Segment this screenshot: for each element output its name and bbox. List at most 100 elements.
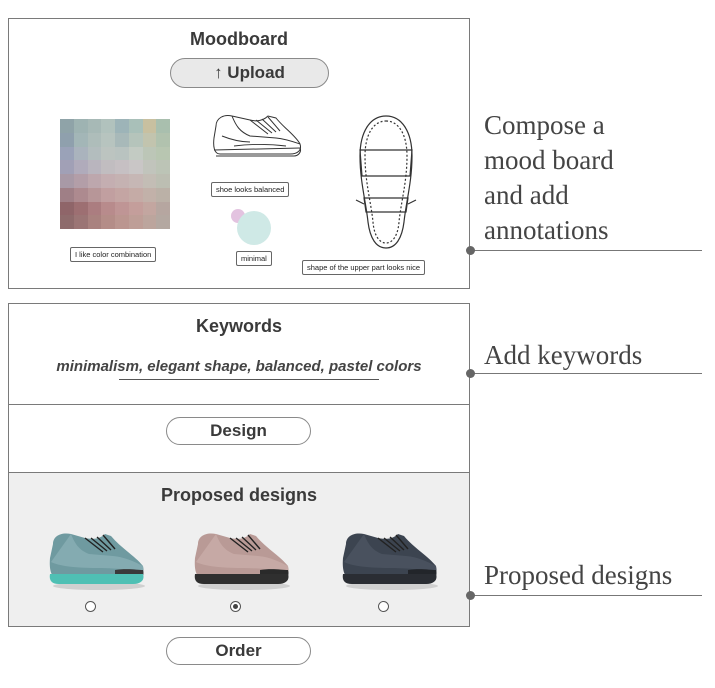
- mosaic-tile: [101, 132, 115, 147]
- design-button[interactable]: Design: [166, 417, 311, 445]
- mosaic-tile: [60, 160, 74, 174]
- mosaic-tile: [73, 132, 88, 147]
- mosaic-tile: [156, 119, 170, 133]
- upload-button[interactable]: ↑ Upload: [170, 58, 329, 88]
- keywords-panel: Keywords minimalism, elegant shape, bala…: [8, 303, 470, 405]
- mosaic-tile: [128, 215, 143, 229]
- annotation-proposed-leader: [470, 595, 702, 596]
- mosaic-tile: [101, 215, 115, 229]
- mosaic-tile: [156, 174, 170, 188]
- mosaic-tile: [60, 132, 74, 147]
- mosaic-tile: [142, 201, 157, 216]
- keywords-underline: [119, 379, 379, 380]
- mosaic-tile: [73, 187, 88, 202]
- circles-image: [231, 209, 271, 245]
- design-select-radio[interactable]: [230, 601, 241, 612]
- mosaic-tile: [101, 146, 115, 161]
- mosaic-tile: [87, 146, 102, 161]
- design-select-radio[interactable]: [85, 601, 96, 612]
- mosaic-tile: [142, 160, 157, 174]
- annotation-proposed-dot: [466, 591, 475, 600]
- proposed-shoe-image: [342, 533, 438, 590]
- mosaic-tile: [142, 174, 157, 188]
- mosaic-tile: [73, 215, 88, 229]
- mosaic-tile: [101, 174, 115, 188]
- annotation-compose-line-4: annotations: [484, 215, 609, 245]
- mosaic-tile: [142, 187, 157, 202]
- mosaic-tile: [87, 201, 102, 216]
- annotation-compose-dot: [466, 246, 475, 255]
- mosaic-tile: [156, 187, 170, 202]
- mosaic-tile: [156, 146, 170, 161]
- annotation-compose-line-3: and add: [484, 180, 569, 210]
- tag-minimal: minimal: [236, 251, 272, 266]
- mosaic-tile: [87, 215, 102, 229]
- tag-upper-shape: shape of the upper part looks nice: [302, 260, 425, 275]
- mosaic-tile: [60, 174, 74, 188]
- proposed-shoe-image: [194, 533, 290, 590]
- mosaic-tile: [115, 187, 129, 202]
- mosaic-tile: [115, 174, 129, 188]
- moodboard-title: Moodboard: [190, 29, 288, 49]
- sandal-sketch-image: [355, 115, 417, 249]
- annotation-compose-leader: [470, 250, 702, 251]
- annotation-keywords-dot: [466, 369, 475, 378]
- annotation-keywords-leader: [470, 373, 702, 374]
- mosaic-tile: [87, 160, 102, 174]
- mosaic-tile: [115, 119, 129, 133]
- mosaic-tile: [60, 119, 74, 133]
- mosaic-tile: [115, 132, 129, 147]
- annotation-keywords: Add keywords: [484, 340, 643, 370]
- mosaic-tile: [115, 215, 129, 229]
- mosaic-tile: [115, 201, 129, 216]
- mosaic-tile: [60, 187, 74, 202]
- mosaic-tile: [101, 160, 115, 174]
- mosaic-tile: [87, 119, 102, 133]
- mosaic-tile: [73, 146, 88, 161]
- mosaic-tile: [60, 201, 74, 216]
- sneaker-sketch-image: [213, 115, 301, 157]
- mosaic-tile: [101, 201, 115, 216]
- annotation-compose-line-2: mood board: [484, 145, 614, 175]
- mosaic-tile: [101, 187, 115, 202]
- mosaic-tile: [128, 174, 143, 188]
- proposed-shoe-image: [49, 533, 145, 590]
- design-select-radio[interactable]: [378, 601, 389, 612]
- mosaic-tile: [128, 160, 143, 174]
- mosaic-tile: [156, 160, 170, 174]
- mosaic-tile: [156, 201, 170, 216]
- mosaic-tile: [115, 146, 129, 161]
- mosaic-tile: [87, 174, 102, 188]
- mosaic-tile: [101, 119, 115, 133]
- mosaic-tile: [128, 201, 143, 216]
- mosaic-tile: [156, 132, 170, 147]
- mosaic-tile: [87, 187, 102, 202]
- annotation-compose: Compose a mood board and add annotations: [484, 108, 614, 248]
- mosaic-tile: [87, 132, 102, 147]
- color-mosaic-image: [60, 119, 170, 229]
- mosaic-tile: [142, 215, 157, 229]
- mosaic-tile: [73, 160, 88, 174]
- annotation-compose-line-1: Compose a: [484, 110, 605, 140]
- annotation-proposed: Proposed designs: [484, 560, 673, 590]
- tag-color-combination: I like color combination: [70, 247, 157, 262]
- mosaic-tile: [115, 160, 129, 174]
- tag-shoe-balanced: shoe looks balanced: [211, 182, 290, 197]
- order-button[interactable]: Order: [166, 637, 311, 665]
- mosaic-tile: [156, 215, 170, 229]
- mosaic-tile: [142, 146, 157, 161]
- mosaic-tile: [73, 119, 88, 133]
- mosaic-tile: [60, 215, 74, 229]
- mosaic-tile: [142, 119, 157, 133]
- mosaic-tile: [60, 146, 74, 161]
- keywords-input[interactable]: minimalism, elegant shape, balanced, pas…: [56, 358, 422, 375]
- mosaic-tile: [128, 187, 143, 202]
- mosaic-tile: [73, 201, 88, 216]
- mosaic-tile: [128, 146, 143, 161]
- mosaic-tile: [128, 132, 143, 147]
- mosaic-tile: [73, 174, 88, 188]
- mosaic-tile: [142, 132, 157, 147]
- mosaic-tile: [128, 119, 143, 133]
- keywords-title: Keywords: [195, 316, 283, 336]
- proposed-designs-title: Proposed designs: [160, 485, 318, 505]
